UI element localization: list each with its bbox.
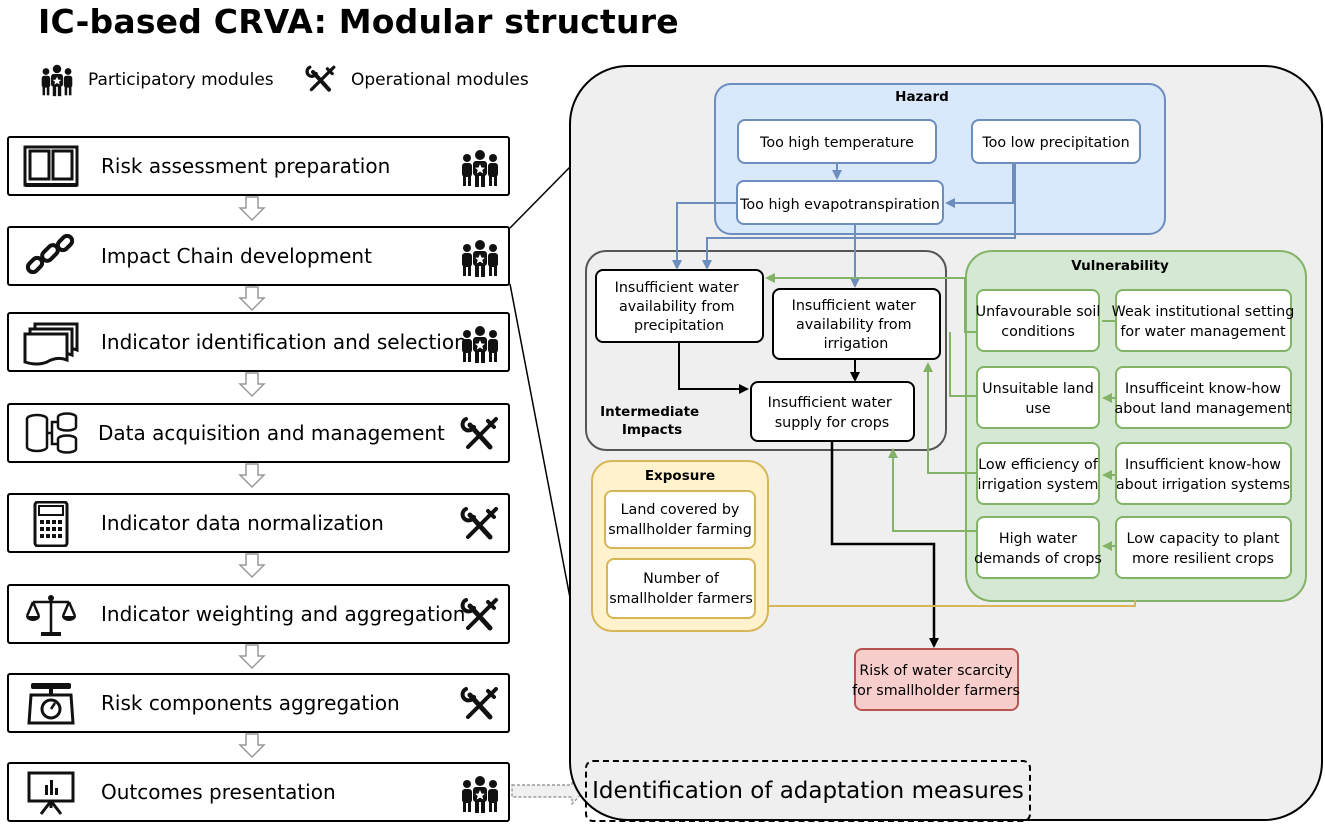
module-indicator-normalization[interactable]: Indicator data normalization	[7, 493, 510, 553]
module-risk-components-aggregation[interactable]: Risk components aggregation	[7, 673, 510, 733]
node-label: Too low precipitation	[981, 135, 1129, 151]
people-group-icon	[462, 240, 498, 277]
node-weak-institutional	[1115, 289, 1292, 352]
node-capacity-resilient-crops	[1115, 516, 1292, 579]
diagram-title: IC-based CRVA: Modular structure	[38, 2, 679, 41]
adaptation-measures-label: Identification of adaptation measures	[592, 778, 1024, 804]
edge-precip-ws-precip	[702, 163, 1016, 270]
legend-participatory: Participatory modules	[40, 62, 274, 98]
legend-operational: Operational modules	[305, 62, 529, 98]
tools-icon	[460, 598, 498, 631]
edge-exposure-risk	[768, 600, 1136, 607]
adaptation-measures-box: Identification of adaptation measures	[585, 760, 1031, 822]
node-label: Insufficient water availability from irr…	[792, 298, 921, 352]
exposure-title: Exposure	[645, 468, 715, 484]
module-label: Indicator data normalization	[101, 511, 384, 535]
edge-irrig-eff-supply	[923, 362, 977, 474]
module-label: Data acquisition and management	[98, 421, 445, 445]
book-icon	[23, 145, 79, 187]
node-knowhow-land	[1115, 366, 1292, 429]
tools-icon	[305, 65, 336, 92]
documents-icon	[23, 322, 79, 366]
node-land-smallholder	[604, 490, 756, 549]
edge-evap-ws-precip	[672, 202, 737, 270]
edge-wsprecip-supply	[678, 342, 749, 394]
node-water-availability-irrigation	[772, 288, 941, 360]
module-label: Impact Chain development	[101, 244, 372, 268]
node-label: Too high temperature	[759, 135, 914, 151]
node-irrigation-efficiency	[976, 442, 1100, 505]
node-too-high-evapotranspiration	[736, 180, 944, 225]
module-label: Indicator identification and selection	[101, 330, 467, 354]
node-label: Insufficient water supply for crops	[768, 395, 897, 431]
hazard-nodes: Too high temperature Too low precipitati…	[736, 119, 1141, 225]
intermediate-nodes: Insufficient water availability from pre…	[595, 269, 941, 442]
legend-participatory-label: Participatory modules	[88, 70, 274, 90]
module-label: Indicator weighting and aggregation	[101, 602, 466, 626]
module-label: Risk assessment preparation	[101, 154, 391, 178]
module-indicator-weighting[interactable]: Indicator weighting and aggregation	[7, 584, 510, 644]
tools-icon	[460, 687, 498, 720]
module-label: Outcomes presentation	[101, 780, 336, 804]
intermediate-title: Intermediate Impacts	[600, 404, 704, 438]
edge-supply-risk	[830, 441, 939, 648]
edge-vuln-ws-precip	[765, 273, 977, 333]
module-impact-chain-development[interactable]: Impact Chain development	[7, 226, 510, 286]
node-unsuitable-land-use	[976, 366, 1100, 429]
module-outcomes-presentation[interactable]: Outcomes presentation	[7, 762, 510, 822]
edge-vuln-landuse	[949, 332, 977, 397]
node-too-low-precipitation	[971, 119, 1141, 164]
node-risk-water-scarcity	[854, 648, 1019, 711]
database-icon	[25, 412, 78, 454]
node-number-smallholders	[606, 558, 756, 619]
vulnerability-title: Vulnerability	[1071, 258, 1169, 274]
people-group-icon	[462, 326, 498, 363]
tools-icon	[460, 507, 498, 540]
presentation-icon	[27, 771, 75, 815]
module-indicator-identification[interactable]: Indicator identification and selection	[7, 312, 510, 372]
hazard-title: Hazard	[895, 89, 949, 105]
node-water-demands	[976, 516, 1100, 579]
node-too-high-temperature	[737, 119, 937, 164]
edge-precip-evap	[945, 163, 1014, 208]
module-label: Risk components aggregation	[101, 691, 400, 715]
node-water-supply-crops	[750, 381, 915, 442]
tools-icon	[460, 417, 498, 450]
people-group-icon	[462, 776, 498, 813]
node-knowhow-irrigation	[1115, 442, 1292, 505]
edge-water-demands-supply	[888, 448, 977, 532]
calculator-icon	[33, 501, 69, 547]
chain-icon	[25, 234, 75, 275]
node-label: Insufficient water availability from pre…	[615, 280, 744, 334]
module-risk-assessment-preparation[interactable]: Risk assessment preparation	[7, 136, 510, 196]
node-label: Too high evapotranspiration	[739, 197, 940, 213]
people-group-icon	[41, 64, 73, 97]
node-water-availability-precipitation	[595, 269, 764, 343]
people-group-icon	[462, 150, 498, 187]
legend-operational-label: Operational modules	[351, 70, 529, 90]
module-data-acquisition[interactable]: Data acquisition and management	[7, 403, 510, 463]
edges	[672, 163, 1136, 648]
node-unfavourable-soil	[976, 289, 1100, 352]
scale-icon	[27, 683, 75, 725]
balance-icon	[25, 595, 77, 636]
